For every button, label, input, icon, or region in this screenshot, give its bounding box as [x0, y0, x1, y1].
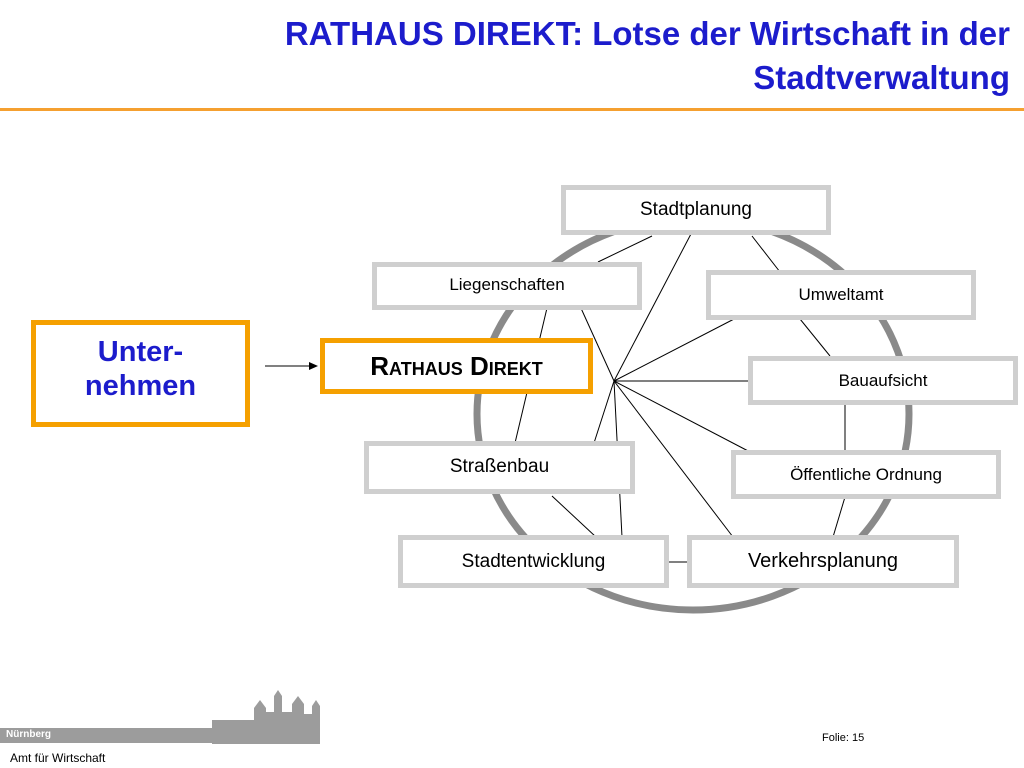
ray-strassenbau	[593, 380, 615, 444]
dept-label: Umweltamt	[798, 285, 884, 304]
dept-liegenschaften: Liegenschaften	[372, 262, 642, 310]
ray-umweltamt	[613, 317, 737, 382]
link-stadtplanung-liegenschaften	[597, 235, 653, 263]
unternehmen-line1: Unter-	[97, 336, 184, 368]
dept-label: Straßenbau	[449, 456, 550, 477]
dept-label: Stadtplanung	[640, 199, 752, 220]
slide-title: RATHAUS DIREKT: Lotse der Wirtschaft in …	[110, 12, 1010, 100]
ray-verkehrsplanung	[613, 380, 734, 538]
unternehmen-line2: nehmen	[84, 370, 197, 402]
dept-stadtentwicklung: Stadtentwicklung	[398, 535, 669, 588]
footer-bar	[0, 728, 318, 743]
slide-title-line1: RATHAUS DIREKT: Lotse der Wirtschaft in …	[284, 15, 1010, 52]
link-ordnung-verkehrsplanung	[832, 496, 846, 538]
dept-verkehrsplanung: Verkehrsplanung	[687, 535, 959, 588]
dept-label: Verkehrsplanung	[747, 550, 899, 572]
rathaus-direkt-box: Rathaus Direkt	[320, 338, 593, 394]
rathaus-direkt-label: Rathaus Direkt	[370, 350, 543, 381]
link-stadtplanung-umweltamt	[751, 235, 781, 273]
dept-bauaufsicht: Bauaufsicht	[748, 356, 1018, 405]
dept-oeffentliche-ordnung: Öffentliche Ordnung	[731, 450, 1001, 499]
ray-oeffentliche-ordnung	[613, 380, 753, 454]
link-strassenbau-entwicklung	[551, 495, 597, 538]
title-divider	[0, 108, 1024, 111]
link-umweltamt-bauaufsicht	[799, 318, 831, 357]
dept-label: Öffentliche Ordnung	[790, 464, 942, 484]
dept-stadtplanung: Stadtplanung	[561, 185, 831, 235]
ray-liegenschaften	[579, 305, 615, 382]
arrow-head	[309, 362, 318, 370]
slide-number: Folie: 15	[822, 732, 865, 744]
slide-title-line2: Stadtverwaltung	[753, 59, 1010, 96]
unternehmen-box: Unter- nehmen	[31, 320, 250, 427]
footer-department: Amt für Wirtschaft	[10, 751, 106, 765]
dept-label: Liegenschaften	[449, 275, 565, 294]
dept-label: Stadtentwicklung	[461, 550, 606, 572]
dept-umweltamt: Umweltamt	[706, 270, 976, 320]
footer-city-label: Nürnberg	[6, 729, 51, 740]
ray-stadtplanung	[613, 231, 693, 382]
dept-strassenbau: Straßenbau	[364, 441, 635, 494]
dept-label: Bauaufsicht	[838, 371, 928, 390]
